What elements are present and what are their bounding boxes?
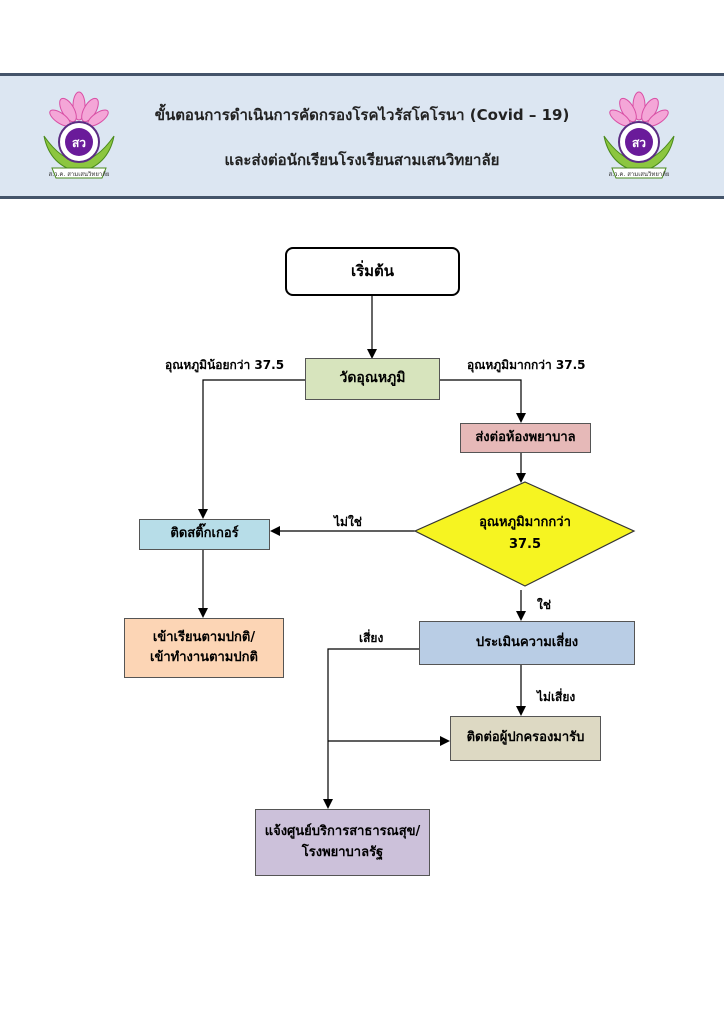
notify-health-center-node: แจ้งศูนย์บริการสาธารณสุข/ โรงพยาบาลรัฐ	[255, 809, 430, 876]
notify-line2: โรงพยาบาลรัฐ	[301, 844, 384, 860]
arrow-assess-to-notify	[323, 648, 419, 809]
risk-assessment-node: ประเมินความเสี่ยง	[419, 621, 635, 665]
sticker-label: ติดสติ๊กเกอร์	[170, 526, 239, 542]
assess-label: ประเมินความเสี่ยง	[475, 634, 579, 650]
label-yes: ใช่	[537, 598, 552, 612]
contact-parent-label: ติดต่อผู้ปกครองมารับ	[466, 730, 585, 746]
normal-line2: เข้าทำงานตามปกติ	[150, 650, 258, 665]
measure-label: วัดอุณหภูมิ	[339, 370, 406, 387]
svg-text:สว: สว	[632, 136, 646, 150]
label-temp-low: อุณหภูมิน้อยกว่า 37.5	[165, 358, 285, 372]
label-risk: เสี่ยง	[359, 631, 384, 645]
normal-attendance-node: เข้าเรียนตามปกติ/ เข้าทำงานตามปกติ	[124, 618, 284, 678]
label-temp-high: อุณหภูมิมากกว่า 37.5	[467, 358, 586, 372]
start-node: เริ่มต้น	[285, 247, 460, 296]
decision-diamond	[413, 481, 636, 587]
arrow-measure-to-hospital	[440, 379, 526, 423]
decision-line1: อุณหภูมิมากกว่า	[479, 515, 571, 530]
decision-line2: 37.5	[508, 537, 542, 553]
logo-ribbon-text-right: ส.ว.ค. สามเสนวิทยาลัย	[609, 171, 670, 178]
start-label: เริ่มต้น	[350, 261, 395, 280]
normal-line1: เข้าเรียนตามปกติ/	[152, 629, 256, 645]
contact-parent-node: ติดต่อผู้ปกครองมารับ	[450, 716, 601, 761]
school-logo-right: สว ส.ว.ค. สามเสนวิทยาลัย	[603, 91, 675, 179]
label-no: ไม่ใช่	[334, 515, 362, 529]
school-logo-left: สว ส.ว.ค. สามเสนวิทยาลัย	[43, 91, 115, 179]
page-title: ขั้นตอนการดำเนินการคัดกรองโรคไวรัสโคโรนา…	[154, 106, 570, 124]
measure-temperature-node: วัดอุณหภูมิ	[305, 358, 440, 400]
notify-line1: แจ้งศูนย์บริการสาธารณสุข/	[264, 824, 421, 840]
header-banner	[0, 73, 724, 199]
svg-text:สว: สว	[72, 136, 86, 150]
page-subtitle: และส่งต่อนักเรียนโรงเรียนสามเสนวิทยาลัย	[224, 151, 500, 169]
hospital-room-label: ส่งต่อห้องพยาบาล	[475, 429, 576, 445]
label-no-risk: ไม่เสี่ยง	[537, 690, 576, 704]
logo-ribbon-text-left: ส.ว.ค. สามเสนวิทยาลัย	[49, 171, 110, 178]
sticker-node: ติดสติ๊กเกอร์	[139, 519, 270, 550]
arrow-measure-to-sticker	[198, 379, 306, 519]
hospital-room-node: ส่งต่อห้องพยาบาล	[460, 423, 591, 453]
decision-text: อุณหภูมิมากกว่า 37.5	[445, 512, 605, 556]
